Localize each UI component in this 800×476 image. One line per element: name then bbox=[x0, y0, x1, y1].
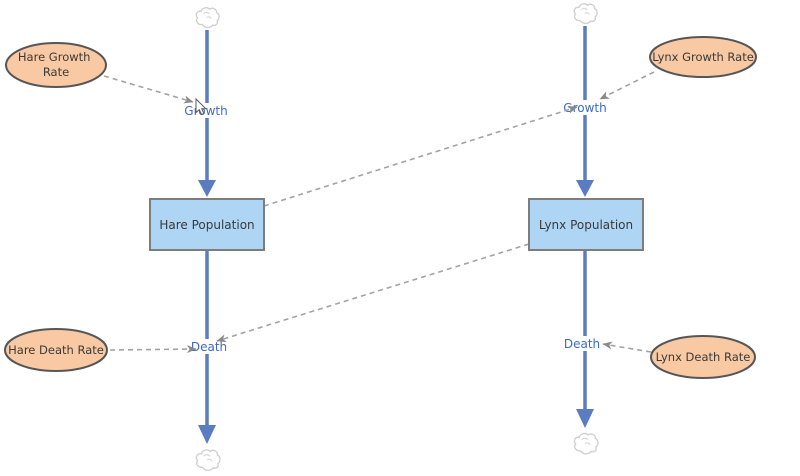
cloud-source-hare-icon[interactable] bbox=[195, 7, 220, 29]
variable-ellipse bbox=[649, 36, 757, 78]
variable-ellipse bbox=[5, 42, 107, 88]
cloud-sink-hare-icon[interactable] bbox=[195, 449, 221, 472]
flow-arrowhead-icon bbox=[576, 180, 594, 197]
flow-arrowhead-icon bbox=[576, 409, 594, 428]
variable-label: Lynx Growth Rate bbox=[652, 50, 754, 64]
variable-hare-growth-rate[interactable]: Hare Growth Rate bbox=[5, 42, 107, 88]
variable-label: Lynx Death Rate bbox=[656, 350, 751, 364]
link-hare-population-to-lynx-growth[interactable] bbox=[263, 105, 578, 207]
stock-hare-population[interactable]: Hare Population bbox=[149, 198, 265, 251]
flow-arrowhead-icon bbox=[198, 425, 216, 444]
flow-label-hare-death[interactable]: Death bbox=[191, 340, 227, 354]
flow-label-lynx-growth[interactable]: Growth bbox=[563, 101, 606, 115]
cloud-source-lynx-icon[interactable] bbox=[573, 3, 598, 25]
flow-lynx-death[interactable] bbox=[576, 251, 594, 428]
link-lynx-death-rate-to-death[interactable] bbox=[602, 341, 652, 353]
stock-label: Hare Population bbox=[159, 218, 254, 232]
variable-label: Hare Death Rate bbox=[8, 343, 104, 357]
flow-label-hare-growth[interactable]: Growth bbox=[184, 104, 227, 118]
label-mask bbox=[182, 103, 230, 118]
variable-lynx-growth-rate[interactable]: Lynx Growth Rate bbox=[649, 36, 757, 78]
variable-label: Hare Growth Rate bbox=[18, 50, 94, 79]
variable-ellipse bbox=[650, 335, 756, 379]
cloud-sink-lynx-icon[interactable] bbox=[573, 432, 599, 455]
link-hare-death-rate-to-death[interactable] bbox=[109, 345, 197, 354]
stock-rect bbox=[528, 198, 644, 251]
variable-lynx-death-rate[interactable]: Lynx Death Rate bbox=[650, 335, 756, 379]
stock-lynx-population[interactable]: Lynx Population bbox=[528, 198, 644, 251]
mouse-cursor-icon bbox=[195, 97, 208, 116]
link-lynx-growth-rate-to-growth[interactable] bbox=[599, 71, 655, 100]
stock-rect bbox=[149, 198, 265, 251]
link-hare-growth-rate-to-growth[interactable] bbox=[103, 75, 194, 104]
variable-hare-death-rate[interactable]: Hare Death Rate bbox=[4, 328, 108, 372]
flow-arrowhead-icon bbox=[198, 180, 216, 197]
link-lynx-population-to-hare-death[interactable] bbox=[216, 243, 530, 343]
label-mask bbox=[185, 339, 233, 354]
label-mask bbox=[558, 336, 606, 351]
variable-ellipse bbox=[4, 328, 108, 372]
flow-label-lynx-death[interactable]: Death bbox=[564, 337, 600, 351]
stock-label: Lynx Population bbox=[539, 218, 633, 232]
